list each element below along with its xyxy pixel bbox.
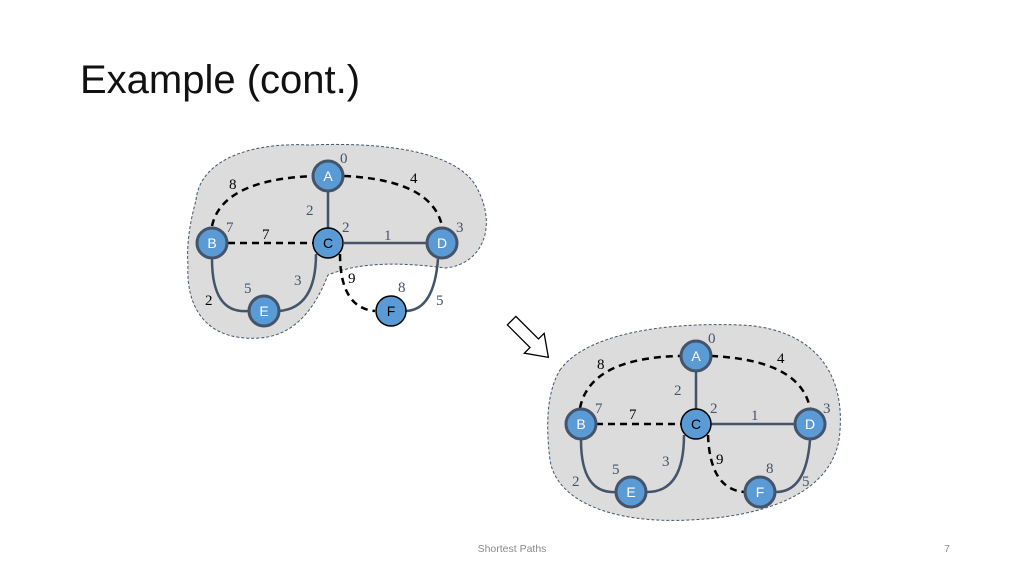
graph-1-node-E: E 5 bbox=[244, 281, 281, 328]
node-label: D bbox=[437, 235, 447, 251]
graph-2-weight-C-F: 9 bbox=[716, 452, 724, 468]
node-circle bbox=[195, 226, 229, 260]
node-label: C bbox=[323, 235, 333, 251]
node-distance: 0 bbox=[708, 331, 716, 347]
graph-1-weight-C-D: 1 bbox=[384, 228, 392, 244]
node-distance: 7 bbox=[595, 401, 603, 417]
graph-1-weights: 8 4 2 7 1 2 3 9 5 bbox=[205, 171, 444, 309]
graph-1-weight-A-B: 8 bbox=[229, 177, 237, 193]
graph-1-edge-B-E bbox=[210, 258, 249, 313]
graph-2-node-D: D 3 bbox=[793, 401, 831, 441]
node-circle bbox=[247, 294, 281, 328]
node-distance: 3 bbox=[823, 401, 831, 417]
node-circle bbox=[312, 227, 344, 259]
graph-2-edge-A-D bbox=[710, 354, 812, 409]
graph-1-weight-A-C: 2 bbox=[306, 203, 314, 219]
node-circle bbox=[679, 339, 713, 373]
node-distance: 5 bbox=[612, 462, 620, 478]
node-circle bbox=[375, 295, 407, 327]
node-distance: 8 bbox=[766, 461, 774, 477]
node-label: A bbox=[323, 168, 333, 184]
graph-2-weights: 8 4 2 7 1 2 3 9 5 bbox=[572, 351, 810, 490]
page-number: 7 bbox=[944, 543, 950, 555]
graph-2-node-B: B 7 bbox=[564, 401, 603, 441]
graph-2-weight-A-C: 2 bbox=[674, 383, 682, 399]
graph-1-weight-A-D: 4 bbox=[410, 171, 418, 187]
node-label: D bbox=[805, 416, 815, 432]
slide-footer: Shortest Paths bbox=[477, 543, 547, 555]
node-label: F bbox=[387, 303, 396, 319]
node-label: B bbox=[207, 235, 216, 251]
graph-1-edge-C-F bbox=[338, 253, 376, 313]
node-distance: 8 bbox=[398, 280, 406, 296]
node-circle bbox=[680, 408, 712, 440]
graph-2-weight-A-D: 4 bbox=[777, 351, 785, 367]
node-distance: 0 bbox=[340, 151, 348, 167]
node-circle bbox=[425, 226, 459, 260]
graph-1-nodes: A 0 B 7 C 2 D 3 E 5 F 8 bbox=[195, 151, 464, 328]
graph-2-weight-B-C: 7 bbox=[629, 407, 637, 423]
graph-1-node-F: F 8 bbox=[375, 280, 407, 327]
node-label: C bbox=[691, 416, 701, 432]
graph-2-node-A: A 0 bbox=[679, 331, 716, 373]
graph-1-node-C: C 2 bbox=[312, 220, 350, 259]
graph-2-weight-D-F: 5 bbox=[802, 474, 810, 490]
graph-1-weight-D-F: 5 bbox=[436, 293, 444, 309]
node-distance: 7 bbox=[226, 220, 234, 236]
node-label: A bbox=[691, 348, 701, 364]
node-label: F bbox=[756, 484, 765, 500]
graph-1-weight-C-F: 9 bbox=[348, 271, 356, 287]
graph-1-edge-C-E bbox=[278, 253, 318, 313]
node-distance: 2 bbox=[342, 220, 350, 236]
node-circle bbox=[311, 159, 345, 193]
transition-arrow-icon bbox=[506, 315, 550, 359]
graph-1-weight-C-E: 3 bbox=[294, 273, 302, 289]
graph-2-edge-B-E bbox=[579, 439, 617, 494]
node-distance: 5 bbox=[244, 281, 252, 297]
graph-2-weight-C-E: 3 bbox=[662, 454, 670, 470]
node-distance: 3 bbox=[456, 220, 464, 236]
graph-1-edge-A-B bbox=[210, 174, 314, 227]
graph-2-edges bbox=[578, 354, 812, 494]
graph-2-edge-A-B bbox=[578, 354, 681, 409]
graph-2-weight-C-D: 1 bbox=[751, 408, 759, 424]
graph-1-edge-A-D bbox=[343, 174, 444, 227]
node-circle bbox=[564, 407, 598, 441]
node-circle bbox=[743, 475, 777, 509]
node-label: E bbox=[259, 303, 268, 319]
graph-1-weight-B-E: 2 bbox=[205, 293, 213, 309]
node-distance: 2 bbox=[710, 401, 718, 417]
graph-1-edge-D-F bbox=[405, 258, 440, 313]
graph-1-weight-B-C: 7 bbox=[262, 227, 270, 243]
graph-2-node-F: F 8 bbox=[743, 461, 777, 509]
graph-1-node-A: A 0 bbox=[311, 151, 348, 193]
slide-title: Example (cont.) bbox=[80, 58, 361, 102]
graph-2-edge-C-E bbox=[646, 434, 686, 494]
graph-2-edge-D-F bbox=[775, 439, 812, 494]
node-label: E bbox=[626, 484, 635, 500]
graph-2-nodes: A 0 B 7 C 2 D 3 E 5 F 8 bbox=[564, 331, 831, 509]
node-circle bbox=[793, 407, 827, 441]
graph-2-weight-B-E: 2 bbox=[572, 474, 580, 490]
graph-1-edges bbox=[210, 174, 444, 313]
node-label: B bbox=[576, 416, 585, 432]
node-circle bbox=[614, 475, 648, 509]
graph-2-node-C: C 2 bbox=[680, 401, 718, 440]
graph-2-weight-A-B: 8 bbox=[597, 357, 605, 373]
graph-2-node-E: E 5 bbox=[612, 462, 648, 509]
graph-1-node-D: D 3 bbox=[425, 220, 464, 260]
graph-1-node-B: B 7 bbox=[195, 220, 234, 260]
